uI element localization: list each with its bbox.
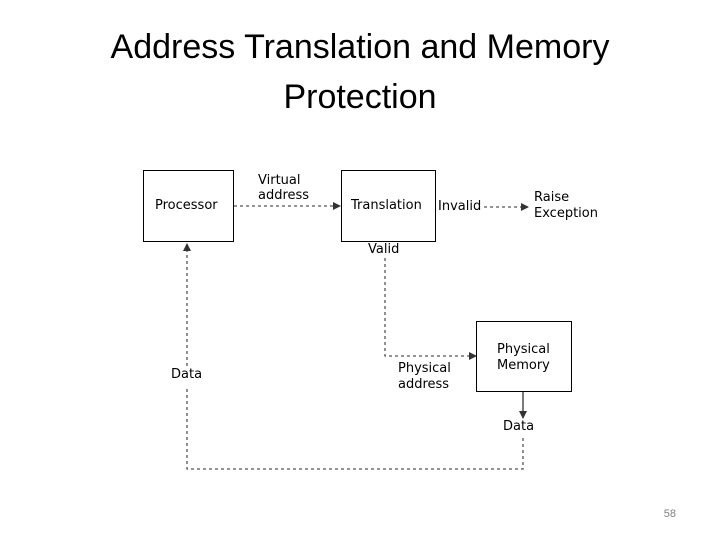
physical-address-label-line-1: Physical xyxy=(398,361,451,376)
translation-box xyxy=(341,170,436,242)
processor-box xyxy=(143,170,234,242)
raise-exception-label-line-2: Exception xyxy=(534,206,598,221)
data-out-label: Data xyxy=(503,419,535,434)
raise-exception-label-line-1: Raise xyxy=(534,190,570,205)
physical-memory-label-line-2: Memory xyxy=(497,358,550,373)
processor-label: Processor xyxy=(155,198,218,213)
slide-title: Address Translation and Memory Protectio… xyxy=(40,22,680,122)
virtual-address-label-line-2: address xyxy=(258,188,310,203)
physical-address-label-line-2: address xyxy=(398,377,450,392)
slide-title-line-1: Address Translation and Memory xyxy=(110,28,610,66)
slide-title-line-2: Protection xyxy=(283,78,437,116)
translation-label: Translation xyxy=(351,198,422,213)
virtual-address-label-line-1: Virtual xyxy=(258,173,301,188)
physical-memory-label-line-1: Physical xyxy=(497,342,550,357)
valid-label: Valid xyxy=(368,242,400,257)
valid-physical-address-path xyxy=(384,258,477,360)
data-return-path xyxy=(186,386,524,470)
page-number: 58 xyxy=(663,508,676,520)
physical-memory-box xyxy=(476,321,572,392)
invalid-label: Invalid xyxy=(438,199,482,214)
data-back-label: Data xyxy=(171,367,203,382)
